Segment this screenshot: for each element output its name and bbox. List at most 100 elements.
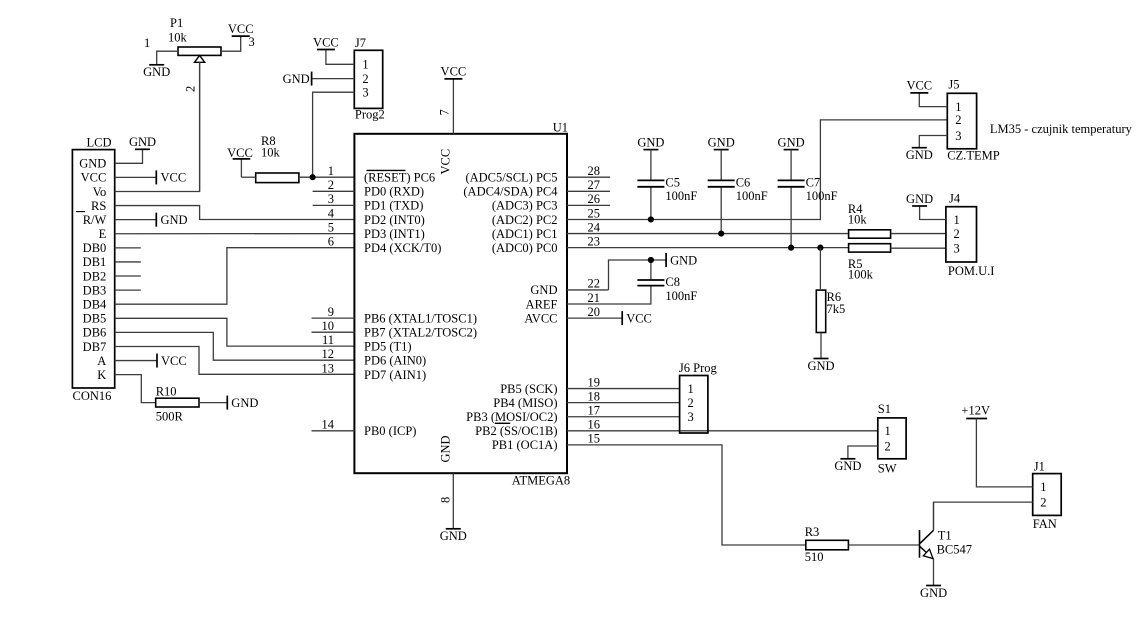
svg-text:10: 10 — [322, 319, 335, 333]
svg-text:2: 2 — [885, 439, 891, 453]
svg-text:PD0 (RXD): PD0 (RXD) — [364, 185, 424, 199]
svg-text:19: 19 — [588, 375, 601, 389]
svg-text:DB7: DB7 — [83, 340, 107, 354]
svg-text:J5: J5 — [948, 78, 959, 92]
svg-text:PB2 (SS/OC1B): PB2 (SS/OC1B) — [475, 424, 557, 438]
svg-text:GND: GND — [906, 192, 933, 206]
svg-text:2: 2 — [328, 178, 334, 192]
svg-text:LM35 - czujnik temperatury: LM35 - czujnik temperatury — [990, 122, 1133, 136]
svg-text:10k: 10k — [168, 31, 188, 45]
svg-text:27: 27 — [588, 178, 601, 192]
svg-text:7: 7 — [438, 109, 452, 115]
svg-text:2: 2 — [1040, 495, 1046, 509]
svg-text:100k: 100k — [848, 267, 874, 281]
svg-text:VCC: VCC — [439, 149, 453, 175]
svg-text:GND: GND — [129, 135, 156, 149]
svg-text:3: 3 — [328, 192, 334, 206]
svg-text:PB6 (XTAL1/TOSC1): PB6 (XTAL1/TOSC1) — [364, 311, 477, 325]
svg-text:1: 1 — [955, 100, 961, 114]
svg-text:15: 15 — [588, 432, 601, 446]
svg-text:CON16: CON16 — [73, 389, 112, 403]
svg-text:+12V: +12V — [961, 403, 990, 417]
svg-text:PD2 (INT0): PD2 (INT0) — [364, 213, 425, 227]
svg-text:3: 3 — [249, 35, 255, 49]
svg-text:PD7 (AIN1): PD7 (AIN1) — [364, 368, 426, 382]
svg-text:DB1: DB1 — [83, 255, 107, 269]
svg-text:2: 2 — [955, 113, 961, 127]
svg-text:C5: C5 — [665, 176, 680, 190]
svg-text:ATMEGA8: ATMEGA8 — [512, 473, 570, 487]
svg-text:R3: R3 — [805, 525, 820, 539]
svg-text:P1: P1 — [170, 16, 183, 30]
svg-text:GND: GND — [530, 283, 557, 297]
svg-text:GND: GND — [670, 253, 697, 267]
svg-text:4: 4 — [328, 206, 335, 220]
svg-text:VCC: VCC — [161, 354, 187, 368]
svg-text:J7: J7 — [355, 36, 366, 50]
svg-text:J4: J4 — [949, 191, 961, 205]
svg-text:100nF: 100nF — [806, 189, 838, 203]
svg-text:DB4: DB4 — [83, 298, 107, 312]
svg-text:GND: GND — [807, 359, 834, 373]
svg-text:20: 20 — [588, 305, 601, 319]
svg-text:5: 5 — [328, 220, 334, 234]
svg-text:100nF: 100nF — [665, 289, 697, 303]
svg-text:PD5 (T1): PD5 (T1) — [364, 340, 412, 354]
svg-text:GND: GND — [778, 135, 805, 149]
svg-text:500R: 500R — [156, 410, 184, 424]
svg-text:PD4 (XCK/T0): PD4 (XCK/T0) — [364, 241, 441, 255]
svg-text:13: 13 — [322, 361, 335, 375]
svg-text:VCC: VCC — [81, 171, 107, 185]
svg-text:7k5: 7k5 — [827, 302, 846, 316]
svg-text:VCC: VCC — [313, 35, 339, 49]
svg-text:PB5 (SCK): PB5 (SCK) — [500, 382, 557, 396]
svg-text:K: K — [97, 368, 106, 382]
svg-text:10k: 10k — [848, 213, 868, 227]
svg-text:C7: C7 — [806, 176, 821, 190]
svg-text:14: 14 — [322, 418, 335, 432]
svg-text:23: 23 — [588, 234, 601, 248]
svg-text:VCC: VCC — [228, 22, 254, 36]
svg-text:17: 17 — [588, 404, 601, 418]
svg-text:T1: T1 — [938, 528, 952, 542]
svg-text:11: 11 — [322, 333, 334, 347]
svg-text:R10: R10 — [156, 385, 177, 399]
svg-text:J6 Prog: J6 Prog — [679, 361, 718, 375]
svg-text:(ADC0) PC0: (ADC0) PC0 — [492, 241, 558, 255]
svg-text:21: 21 — [588, 291, 601, 305]
svg-text:Vo: Vo — [93, 185, 107, 199]
svg-text:VCC: VCC — [441, 65, 467, 79]
svg-text:GND: GND — [283, 72, 310, 86]
svg-text:R/W: R/W — [83, 213, 107, 227]
svg-text:GND: GND — [143, 65, 170, 79]
svg-text:PB4 (MISO): PB4 (MISO) — [493, 396, 557, 410]
svg-text:A: A — [97, 354, 106, 368]
svg-text:VCC: VCC — [626, 311, 652, 325]
svg-text:BC547: BC547 — [937, 542, 972, 556]
svg-text:100nF: 100nF — [736, 189, 768, 203]
svg-text:PD6 (AIN0): PD6 (AIN0) — [364, 354, 426, 368]
svg-text:10k: 10k — [261, 146, 281, 160]
svg-text:GND: GND — [708, 135, 735, 149]
svg-text:16: 16 — [588, 418, 601, 432]
svg-text:VCC: VCC — [161, 171, 187, 185]
svg-text:GND: GND — [834, 459, 861, 473]
svg-text:S1: S1 — [878, 402, 891, 416]
svg-text:VCC: VCC — [227, 146, 253, 160]
svg-text:3: 3 — [362, 86, 368, 100]
svg-text:GND: GND — [637, 135, 664, 149]
svg-text:3: 3 — [688, 410, 694, 424]
svg-text:GND: GND — [906, 148, 933, 162]
svg-text:3: 3 — [954, 242, 960, 256]
svg-text:AVCC: AVCC — [524, 311, 557, 325]
svg-text:U1: U1 — [553, 120, 568, 134]
svg-text:2: 2 — [954, 227, 960, 241]
svg-text:2: 2 — [362, 72, 368, 86]
svg-text:E: E — [99, 227, 107, 241]
svg-text:PD1 (TXD): PD1 (TXD) — [364, 199, 423, 213]
svg-text:1: 1 — [362, 58, 368, 72]
svg-text:(ADC1) PC1: (ADC1) PC1 — [492, 227, 558, 241]
svg-text:1: 1 — [144, 36, 150, 50]
svg-text:25: 25 — [588, 206, 601, 220]
svg-text:PB3 (MOSI/OC2): PB3 (MOSI/OC2) — [466, 410, 557, 424]
